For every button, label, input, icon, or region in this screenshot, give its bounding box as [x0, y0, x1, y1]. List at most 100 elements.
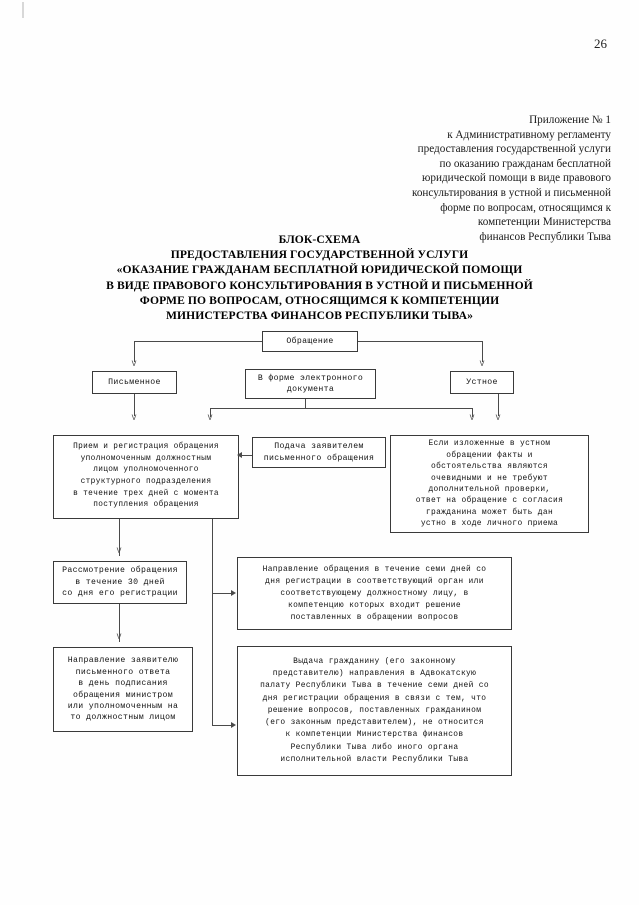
flow-node-written-line-1: Письменное [108, 377, 161, 387]
flow-node-forwarding-line-5: поставленных в обращении вопросов [290, 612, 459, 622]
flow-node-written: Письменное [92, 371, 177, 394]
title-line-5: ФОРМЕ ПО ВОПРОСАМ, ОТНОСЯЩИМСЯ К КОМПЕТЕ… [139, 293, 500, 307]
arrowhead-bus-to-forwarding [231, 590, 236, 596]
flow-node-written-answer-line-4: обращения министром [72, 690, 173, 700]
connector-appeal-to-written [134, 341, 135, 362]
flow-node-oral-answer-line-8: устно в ходе личного приема [420, 519, 559, 529]
flow-node-forwarding-line-1: Направление обращения в течение семи дне… [262, 564, 487, 574]
flow-node-oral-answer-line-5: дополнительной проверки, [428, 485, 551, 494]
connector-appeal-bus-left [134, 341, 262, 342]
flow-node-bar-referral-line-7: к компетенции Министерства финансов [285, 730, 464, 740]
header-line-4: по оказанию гражданам бесплатной [439, 157, 611, 170]
flow-node-appeal-line-1: Обращение [286, 336, 334, 346]
flow-node-written-answer: Направление заявителю письменного ответа… [53, 647, 193, 732]
connector-electronic-down [305, 399, 306, 408]
connector-electronic-left-drop [210, 408, 211, 417]
flow-node-forwarding-line-4: компетенцию которых входит решение [288, 600, 461, 610]
flow-node-reception-line-5: в течение трех дней с момента [73, 489, 219, 498]
flow-node-written-answer-line-2: письменного ответа [75, 667, 171, 677]
flow-node-reception-line-6: поступления обращения [93, 501, 199, 510]
flow-node-electronic: В форме электронного документа [245, 369, 376, 399]
flow-node-submission-line-2: письменного обращения [263, 453, 375, 463]
connector-appeal-to-oral [482, 341, 483, 362]
arrowhead-submission-to-reception [237, 452, 242, 458]
title-line-4: В ВИДЕ ПРАВОВОГО КОНСУЛЬТИРОВАНИЯ В УСТН… [106, 278, 533, 292]
connector-appeal-bus-right [358, 341, 482, 342]
header-line-8: компетенции Министерства [477, 216, 611, 229]
connector-electronic-split-right [305, 408, 472, 409]
flow-node-bar-referral-line-5: решение вопросов, поставленных гражданин… [267, 705, 482, 715]
flow-node-reception-line-4: структурного подразделения [80, 478, 212, 486]
flow-node-reception-registration: Прием и регистрация обращения уполномоче… [53, 435, 239, 519]
flow-node-electronic-line-2: документа [286, 385, 335, 394]
connector-bus-to-forwarding [212, 593, 232, 594]
flow-node-reception-line-2: уполномоченным должностным [80, 454, 212, 463]
flow-node-electronic-line-1: В форме электронного [257, 373, 364, 383]
connector-written-down [134, 394, 135, 416]
flow-node-forwarding: Направление обращения в течение семи дне… [237, 557, 512, 630]
flow-node-oral-line-1: Устное [466, 377, 498, 387]
title-line-1: БЛОК-СХЕМА [278, 233, 361, 246]
flow-node-bar-referral: Выдача гражданину (его законному предста… [237, 646, 512, 776]
title-line-2: ПРЕДОСТАВЛЕНИЯ ГОСУДАРСТВЕННОЙ УСЛУГИ [170, 248, 469, 262]
connector-submission-to-reception [239, 455, 252, 456]
connector-review-down [119, 604, 120, 642]
flow-node-written-answer-line-5: или уполномоченным на [67, 701, 179, 711]
flow-node-review-line-1: Рассмотрение обращения [62, 566, 178, 576]
header-line-1: Приложение № 1 [529, 114, 611, 126]
flow-node-bar-referral-line-3: палату Республики Тыва в течение семи дн… [260, 681, 489, 691]
header-line-2: к Административному регламенту [447, 128, 611, 141]
flow-node-bar-referral-line-1: Выдача гражданину (его законному [293, 657, 456, 667]
flow-node-bar-referral-line-8: Республики Тыва либо иного органа [290, 742, 459, 752]
flow-node-oral-answer-line-7: гражданина может быть дан [425, 507, 554, 517]
flow-node-review-line-2: в течение 30 дней [75, 577, 165, 587]
flow-node-bar-referral-line-9: исполнительной власти Республики Тыва [280, 754, 469, 764]
arrowhead-electronic-to-oral-answer: V [469, 414, 475, 423]
header-line-6: консультирования в устной и письменной [411, 186, 611, 199]
flow-node-submission-line-1: Подача заявителем [274, 442, 364, 452]
connector-oral-down [498, 394, 499, 416]
flow-node-review: Рассмотрение обращения в течение 30 дней… [53, 561, 187, 604]
arrowhead-to-oral: V [479, 360, 485, 369]
header-line-9: финансов Республики Тыва [479, 230, 611, 243]
title-line-6: МИНИСТЕРСТВА ФИНАНСОВ РЕСПУБЛИКИ ТЫВА» [165, 309, 473, 323]
flow-node-oral: Устное [450, 371, 514, 394]
connector-electronic-right-drop [472, 408, 473, 417]
page-number: 26 [594, 36, 607, 51]
flow-node-oral-answer-line-3: обстоятельства являются [431, 462, 548, 472]
arrowhead-bus-to-bar-referral [231, 722, 236, 728]
arrowhead-to-written: V [131, 360, 137, 369]
page-title: БЛОК-СХЕМА ПРЕДОСТАВЛЕНИЯ ГОСУДАРСТВЕННО… [0, 232, 639, 323]
flow-node-written-answer-line-1: Направление заявителю [67, 656, 179, 666]
connector-bus-to-bar-referral [212, 725, 232, 726]
flow-node-bar-referral-line-6: (его законным представителем), не относи… [265, 718, 484, 728]
flow-node-oral-answer-line-2: обращении факты и [446, 450, 533, 460]
arrowhead-electronic-to-submission: V [207, 414, 213, 423]
arrowhead-review-to-written-answer: V [116, 633, 122, 642]
flow-node-oral-answer-line-6: ответ на обращение с согласия [415, 496, 564, 506]
connector-electronic-split-left [210, 408, 305, 409]
arrowhead-oral-to-oral-answer: V [495, 414, 501, 423]
flow-node-reception-line-3: лицом уполномоченного [93, 466, 199, 475]
flow-node-oral-answer-line-1: Если изложенные в устном [428, 439, 551, 449]
flow-node-appeal: Обращение [262, 331, 358, 352]
flow-node-bar-referral-line-4: дня регистрации обращения в связи с тем,… [262, 693, 487, 703]
header-line-7: форме по вопросам, относящимся к [440, 201, 611, 214]
document-header: Приложение № 1 к Административному регла… [311, 113, 611, 244]
flow-node-submission: Подача заявителем письменного обращения [252, 437, 386, 468]
flow-node-bar-referral-line-2: представителю) направления в Адвокатскую [272, 669, 477, 679]
flow-node-forwarding-line-3: соответствующему должностному лицу, в [280, 588, 469, 598]
flow-node-review-line-3: со дня его регистрации [62, 589, 178, 599]
header-line-3: предоставления государственной услуги [417, 143, 611, 156]
connector-reception-down-left [119, 519, 120, 556]
connector-reception-down-bus [212, 519, 213, 725]
header-line-5: юридической помощи в виде правового [422, 172, 611, 185]
arrowhead-reception-to-review: V [116, 547, 122, 556]
flow-node-oral-answer-line-4: очевидными и не требуют [431, 473, 548, 483]
title-line-3: «ОКАЗАНИЕ ГРАЖДАНАМ БЕСПЛАТНОЙ ЮРИДИЧЕСК… [116, 263, 523, 277]
scan-margin-mark [22, 2, 24, 18]
flow-node-written-answer-line-6: то должностным лицом [70, 713, 176, 723]
flow-node-forwarding-line-2: дня регистрации в соответствующий орган … [265, 576, 484, 586]
